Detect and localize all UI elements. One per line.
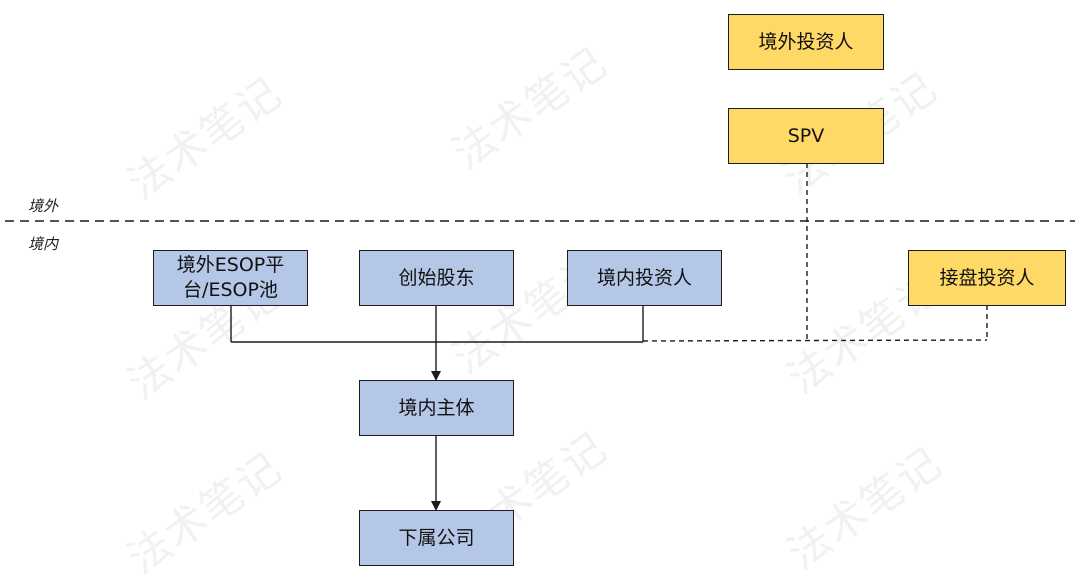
- domestic-investor-box: 境内投资人: [567, 250, 722, 306]
- domestic-entity-box: 境内主体: [359, 380, 514, 436]
- spv-box: SPV: [728, 108, 884, 164]
- founder-box: 创始股东: [359, 250, 514, 306]
- offshore-region-label: 境外: [28, 197, 59, 215]
- subsidiary-box: 下属公司: [359, 510, 514, 566]
- connector-dashed-horizontal: [642, 339, 988, 342]
- esop-platform-box: 境外ESOP平 台/ESOP池: [153, 250, 308, 306]
- takeover-investor-box: 接盘投资人: [908, 250, 1066, 306]
- offshore-investor-box: 境外投资人: [728, 14, 884, 70]
- onshore-region-label: 境内: [28, 235, 59, 253]
